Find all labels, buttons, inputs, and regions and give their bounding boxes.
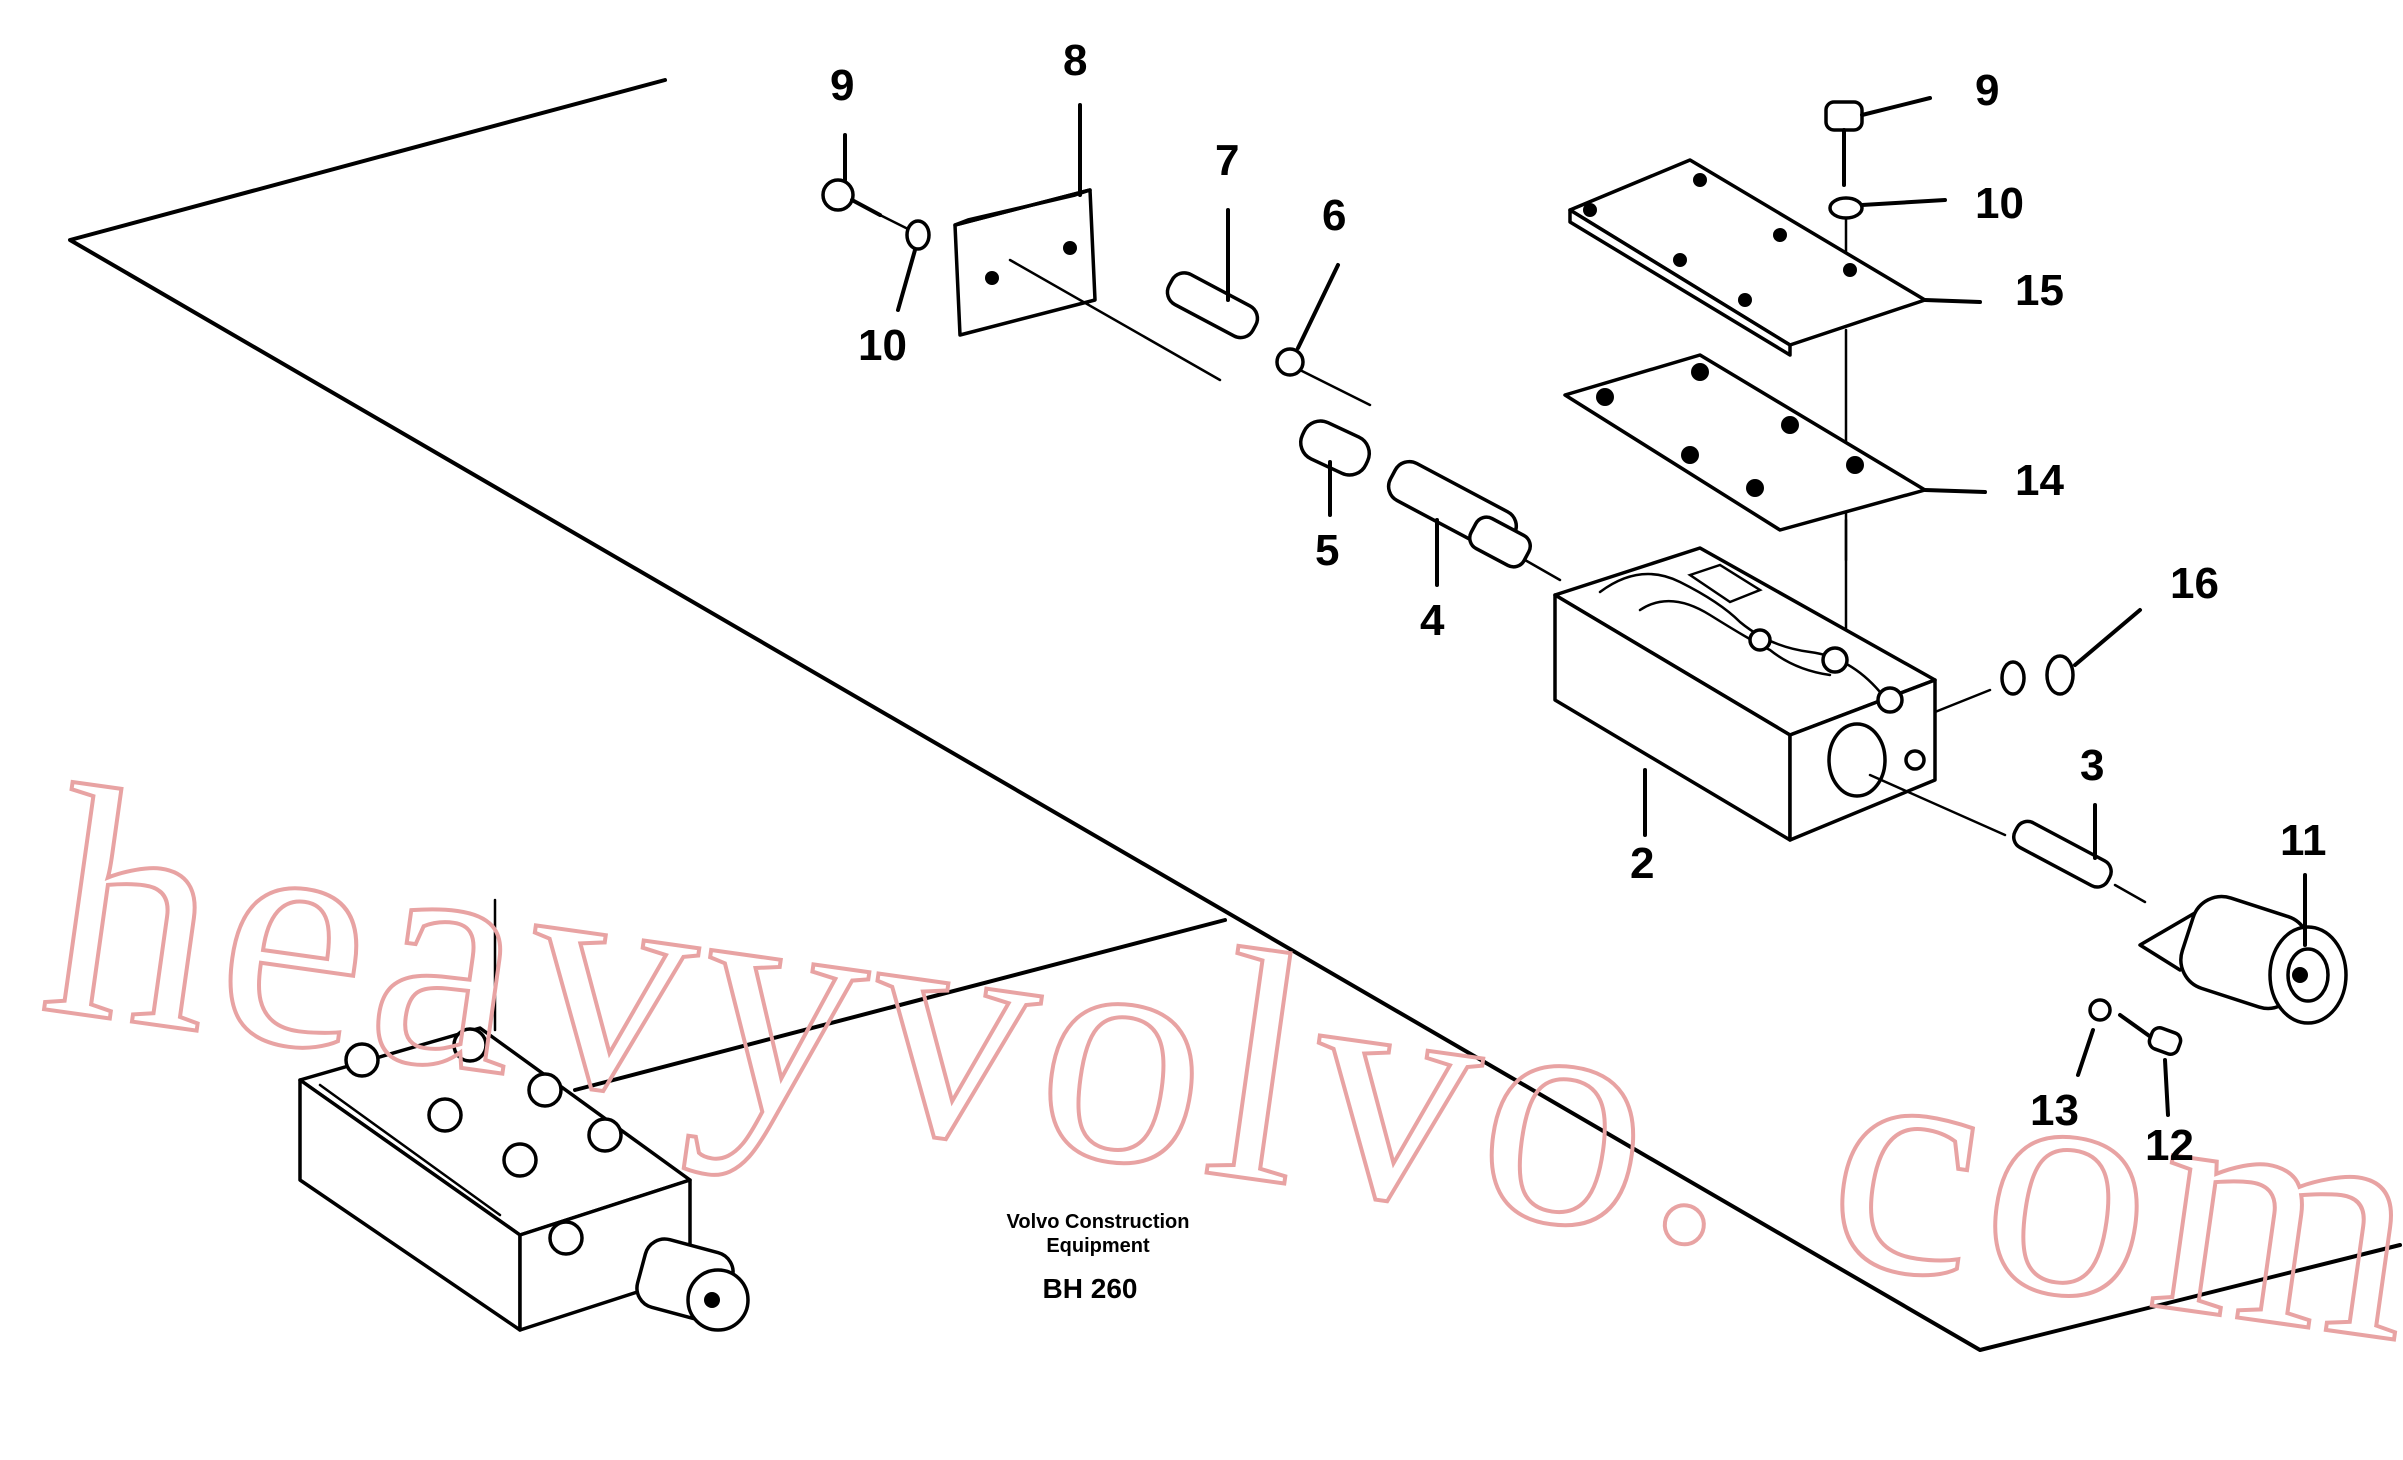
callout-4: 4 [1420,596,1445,645]
callout-13: 13 [2030,1086,2079,1135]
part-8-cover-plate [953,103,1222,382]
callout-9-right: 9 [1975,66,1999,115]
part-12-screw [2118,1013,2183,1117]
callout-16: 16 [2170,559,2219,608]
watermark-text: heavyvolvo. com [27,718,2403,1413]
callout-9-left: 9 [830,61,854,110]
part-10-washer-left [896,219,931,312]
caption-company-line2: Equipment [1046,1235,1150,1257]
callout-7: 7 [1215,136,1239,185]
part-3-pin [2011,803,2147,904]
callout-10-right: 10 [1975,179,2024,228]
part-10-washer-right [1828,196,1947,270]
callout-14: 14 [2015,456,2064,505]
mounting-plane [68,78,2402,1352]
caption-company-line1: Volvo Construction [1007,1211,1190,1233]
callout-15: 15 [2015,266,2064,315]
callout-8: 8 [1063,36,1087,85]
part-2-valve-housing [1553,546,2007,842]
part-4-spool [1386,459,1562,587]
callout-10-left: 10 [858,321,907,370]
part-15-top-cover [1568,158,1982,562]
callout-labels: 9 8 7 6 10 5 4 9 10 15 14 16 2 3 11 13 1… [830,36,2327,1170]
part-7-pin [1165,208,1260,340]
part-5-plug [1298,419,1372,517]
callout-2: 2 [1630,839,1654,888]
callout-11: 11 [2280,816,2327,865]
callout-12: 12 [2145,1121,2194,1170]
part-11-solenoid [2138,873,2348,1025]
drawing-caption: Volvo Construction Equipment BH 260 [1007,1211,1190,1304]
callout-3: 3 [2080,741,2104,790]
part-6-ball [1275,263,1372,407]
callout-5: 5 [1315,526,1339,575]
part-14-gasket [1563,353,1987,652]
callout-6: 6 [1322,191,1346,240]
caption-model: BH 260 [1043,1273,1138,1304]
part-9-screw-right [1824,96,1932,187]
part-16-o-rings [2000,608,2142,696]
assembled-valve-overview [298,898,750,1332]
part-13-washer [2076,998,2112,1077]
part-9-screw-left [821,133,912,232]
